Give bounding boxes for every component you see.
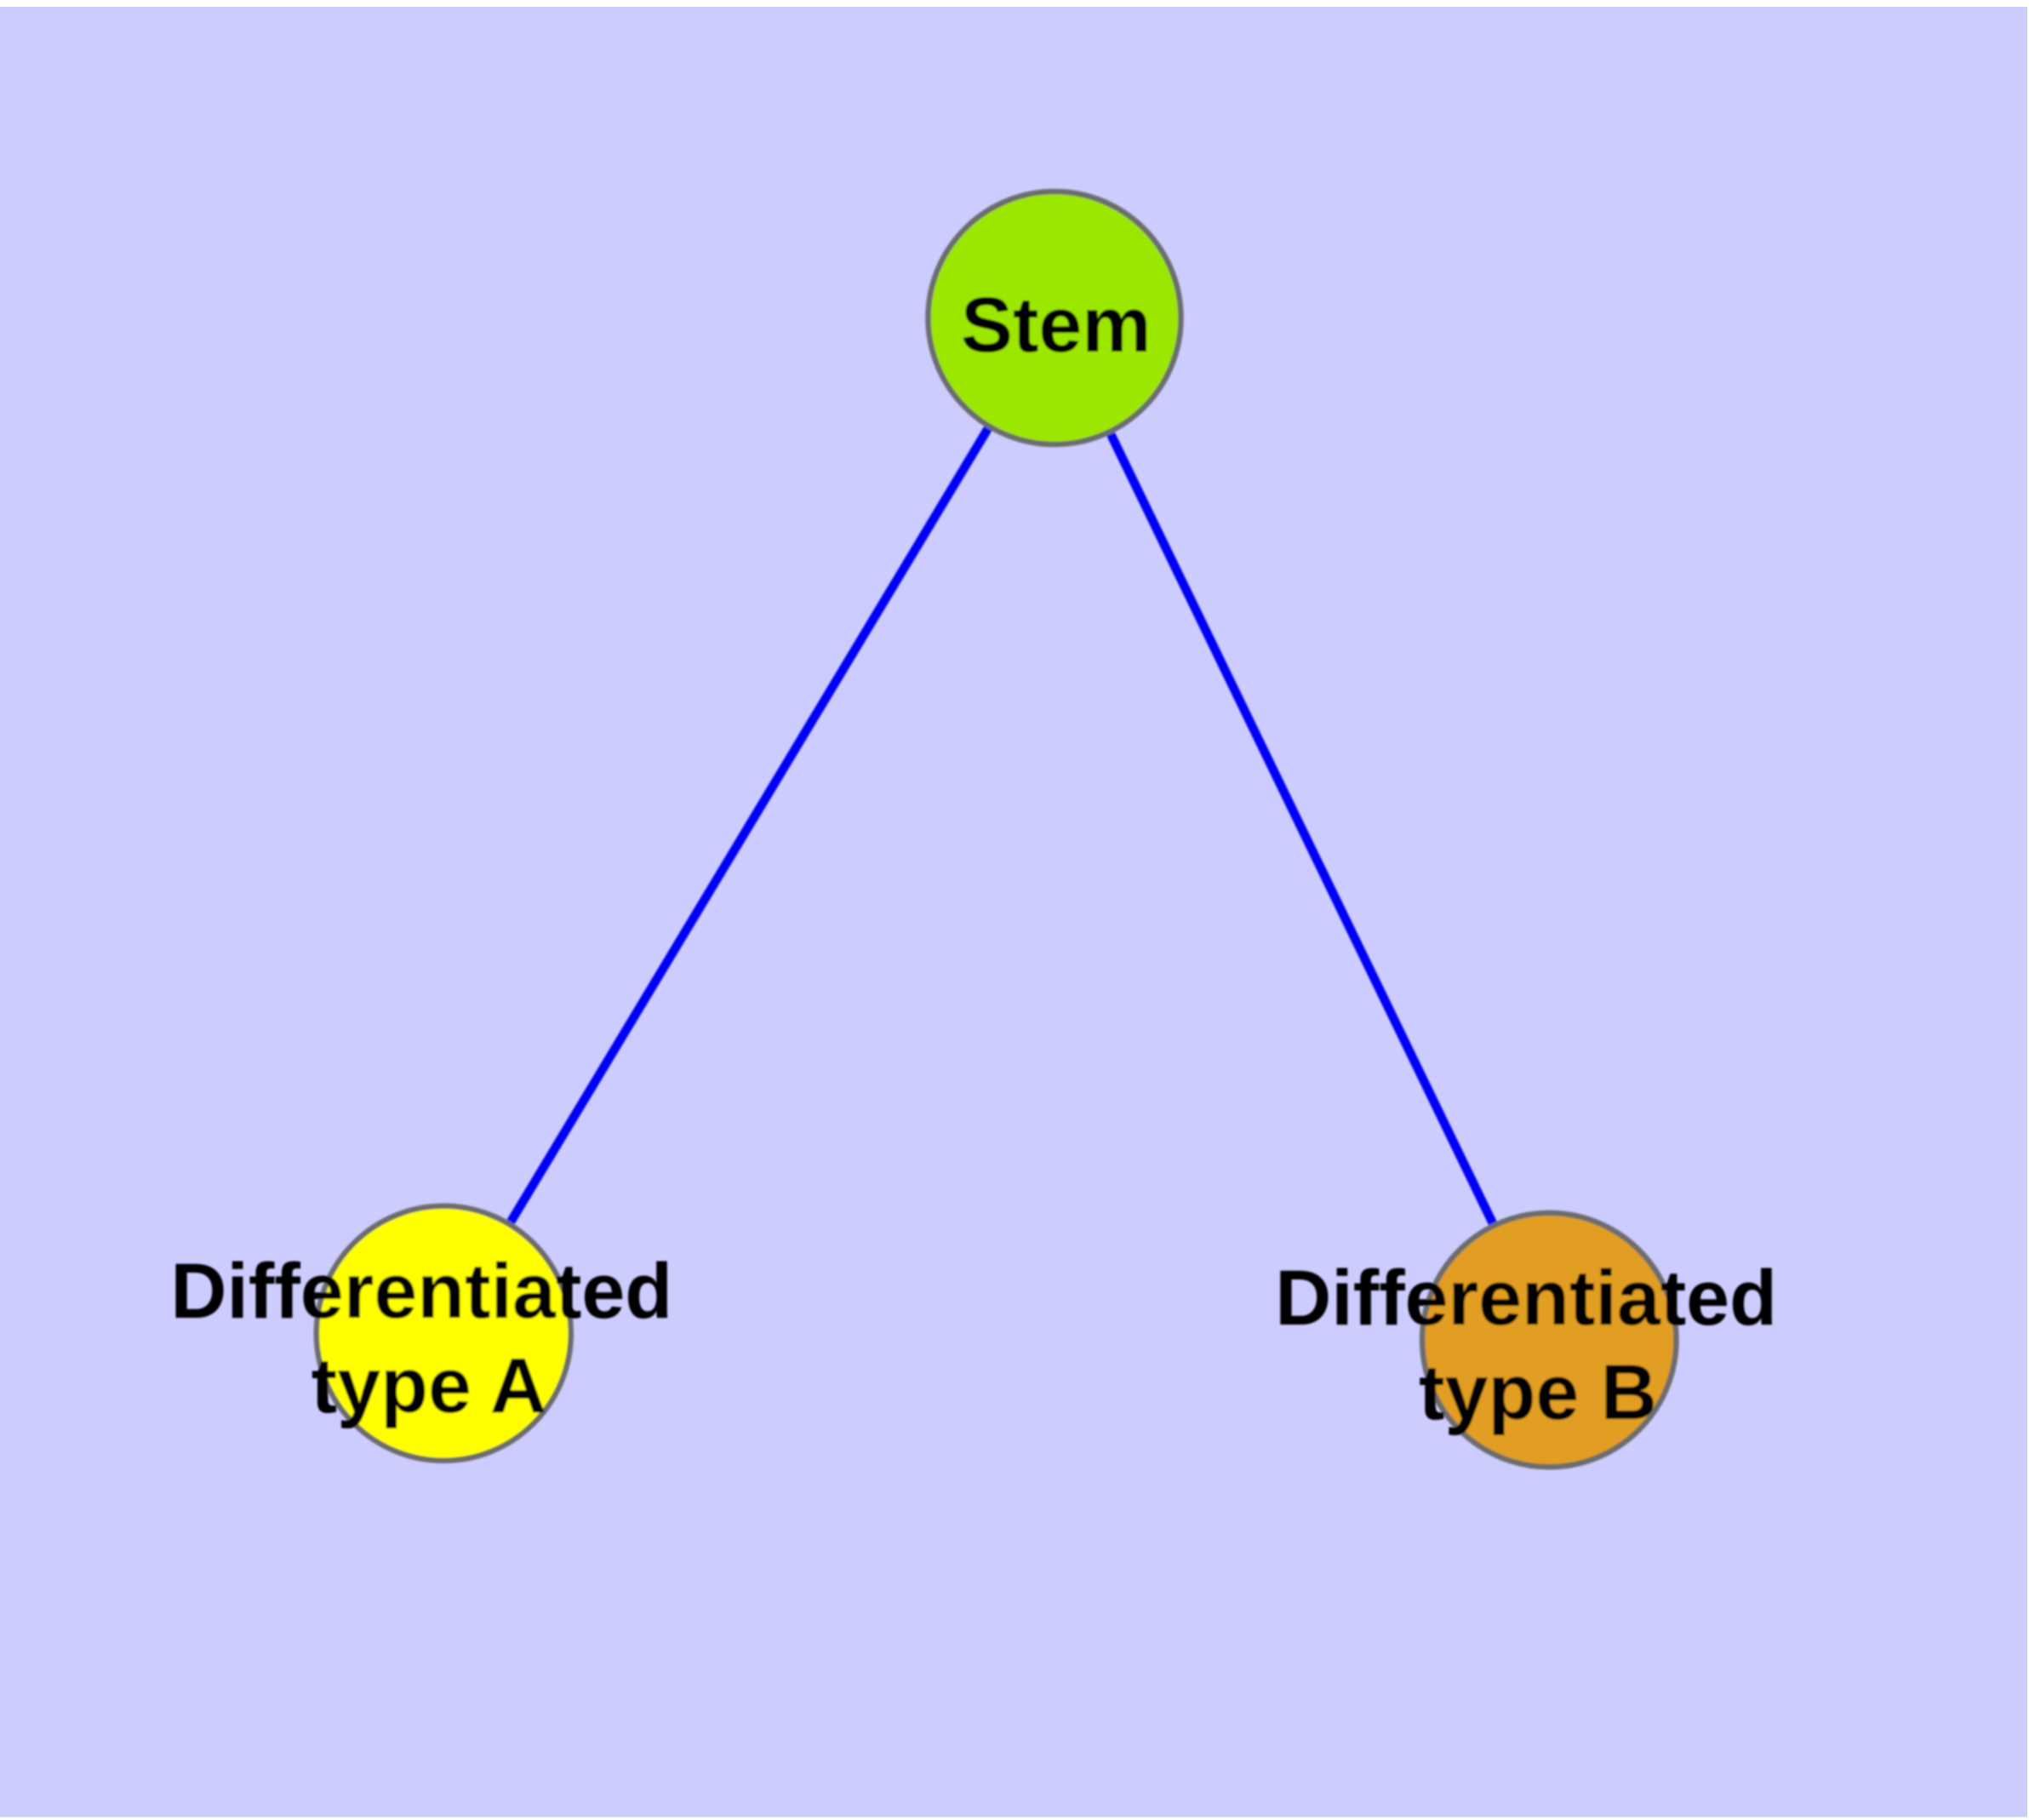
svg-text:Stem: Stem xyxy=(961,282,1152,369)
svg-text:type A: type A xyxy=(311,1342,546,1429)
svg-text:Differentiated: Differentiated xyxy=(1275,1255,1777,1342)
svg-text:type B: type B xyxy=(1419,1349,1657,1436)
svg-text:Differentiated: Differentiated xyxy=(170,1248,672,1335)
